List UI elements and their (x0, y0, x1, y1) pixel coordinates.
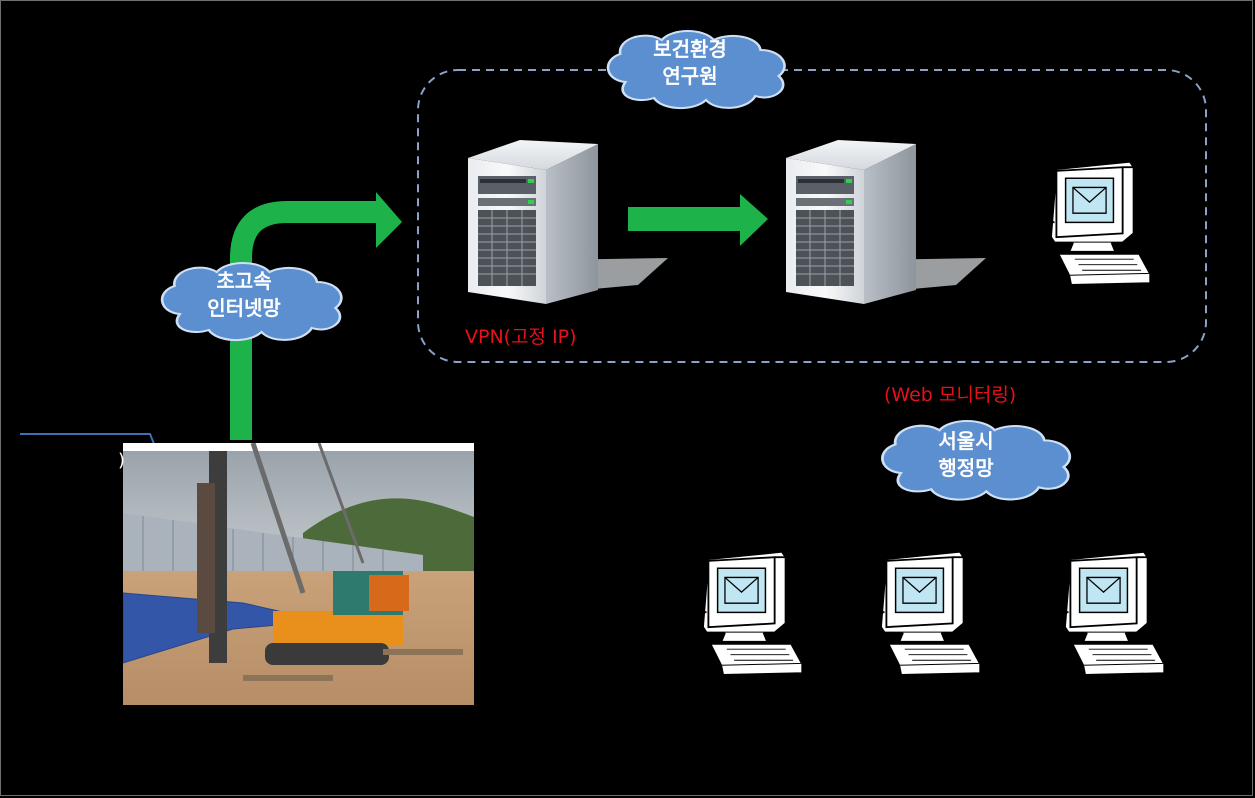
seoul-cloud-line1: 서울시 (938, 429, 994, 453)
internet-cloud-line1: 초고속 (216, 269, 272, 293)
paren-fragment: ) (118, 450, 126, 471)
computer-mail-icon (1016, 160, 1152, 286)
construction-site-photo (123, 443, 474, 705)
computer-mail-icon (846, 550, 982, 676)
web-monitoring-label: (Web 모니터링) (884, 384, 1017, 406)
researcher-cloud-label: 보건환경 연구원 (620, 36, 760, 90)
server-link-arrow-head (740, 194, 768, 246)
researcher-cloud-line1: 보건환경 (653, 37, 727, 61)
researcher-network-boundary (417, 69, 1207, 363)
internet-uplink-arrow-body (230, 201, 378, 440)
server-link-arrow-body (628, 207, 744, 231)
server-icon (785, 139, 987, 305)
researcher-cloud-line2: 연구원 (662, 64, 718, 88)
computer-mail-icon (668, 550, 804, 676)
internet-cloud-line2: 인터넷망 (207, 296, 281, 320)
seoul-cloud-line2: 행정망 (938, 456, 994, 480)
computer-mail-icon (1030, 550, 1166, 676)
internet-uplink-arrow-head (376, 192, 402, 248)
internet-cloud-label: 초고속 인터넷망 (174, 268, 314, 322)
seoul-cloud-label: 서울시 행정망 (896, 428, 1036, 482)
vpn-label: VPN(고정 IP) (465, 326, 577, 348)
